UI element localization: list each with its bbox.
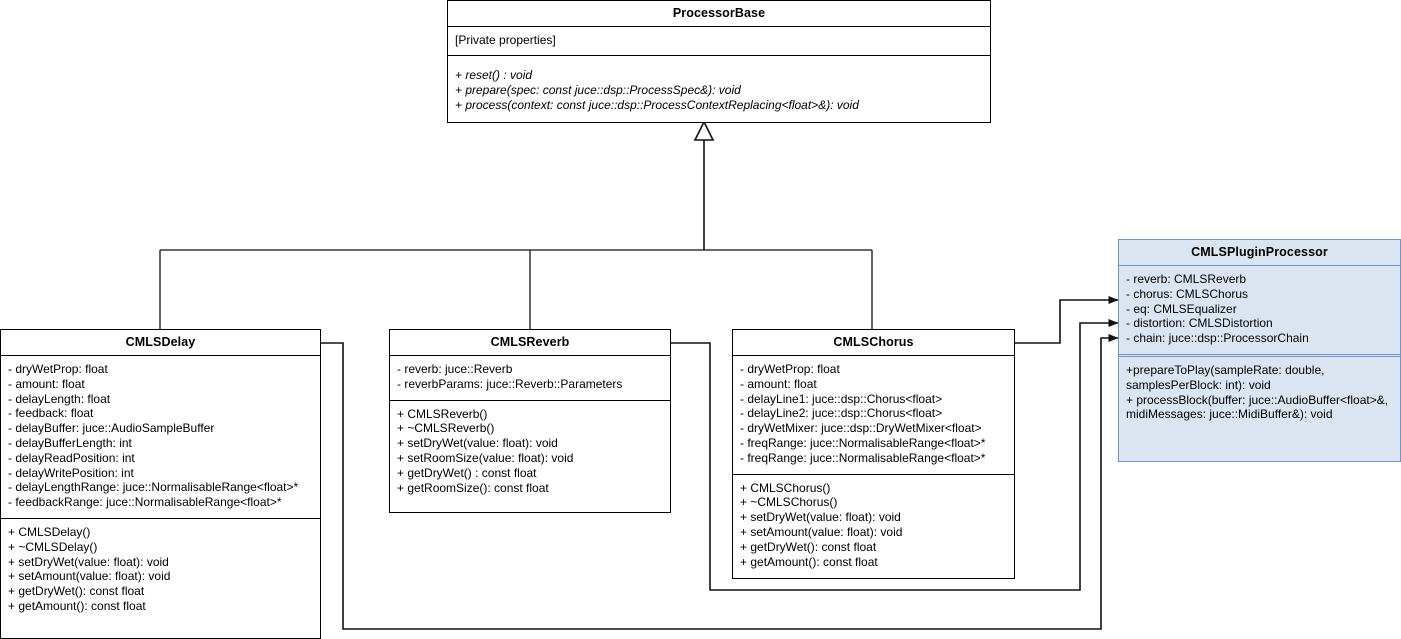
class-cmls-reverb[interactable]: CMLSReverb - reverb: juce::Reverb - reve… xyxy=(389,329,671,513)
attribute-row: - delayLine2: juce::dsp::Chorus<float> xyxy=(740,406,943,421)
operation-row: + ~CMLSChorus() xyxy=(740,495,838,510)
operation-row: + getDryWet(): const float xyxy=(8,584,145,599)
attribute-row: - delayBufferLength: int xyxy=(8,435,132,450)
operation-row: + getDryWet() : const float xyxy=(397,465,537,480)
attribute-row: - eq: CMLSEqualizer xyxy=(1126,301,1237,316)
attribute-row: - dryWetMixer: juce::dsp::DryWetMixer<fl… xyxy=(740,421,982,436)
attribute-row: - delayWritePosition: int xyxy=(8,465,134,480)
operation-row: + setDryWet(value: float): void xyxy=(8,554,169,569)
attribute-row: - delayBuffer: juce::AudioSampleBuffer xyxy=(8,421,215,436)
class-processor-base[interactable]: ProcessorBase [Private properties] + res… xyxy=(447,0,991,123)
attribute-row: - chorus: CMLSChorus xyxy=(1126,286,1249,301)
class-cmls-plugin-processor[interactable]: CMLSPluginProcessor - reverb: CMLSReverb… xyxy=(1118,239,1401,462)
attribute-row: - reverb: CMLSReverb xyxy=(1126,272,1247,286)
operation-row: + CMLSChorus() xyxy=(740,480,831,495)
generalization-tree xyxy=(159,120,873,329)
attribute-row: - freqRange: juce::NormalisableRange<flo… xyxy=(740,435,986,450)
operation-row: + ~CMLSReverb() xyxy=(397,421,495,436)
operation-row: + CMLSReverb() xyxy=(397,406,488,421)
attribute-row: - amount: float xyxy=(740,376,817,391)
attributes-cmls-chorus: - dryWetProp: float - amount: float - de… xyxy=(733,356,1014,475)
operation-row: + prepare(spec: const juce::dsp::Process… xyxy=(455,82,741,97)
attributes-cmls-delay: - dryWetProp: float - amount: float - de… xyxy=(1,356,320,519)
class-cmls-delay[interactable]: CMLSDelay - dryWetProp: float - amount: … xyxy=(0,329,321,639)
attribute-row: - dryWetProp: float xyxy=(740,362,840,376)
attribute-row: [Private properties] xyxy=(455,33,556,47)
class-title-cmls-chorus: CMLSChorus xyxy=(733,330,1014,356)
operation-row: + processBlock(buffer: juce::AudioBuffer… xyxy=(1126,392,1392,422)
operation-row: + setRoomSize(value: float): void xyxy=(397,450,574,465)
operation-row: + getAmount(): const float xyxy=(740,554,878,569)
operation-row: + getDryWet(): const float xyxy=(740,539,877,554)
attributes-cmls-plugin-processor: - reverb: CMLSReverb - chorus: CMLSChoru… xyxy=(1119,266,1400,357)
operation-row: + process(context: const juce::dsp::Proc… xyxy=(455,97,859,112)
attribute-row: - delayLength: float xyxy=(8,391,111,406)
operations-cmls-delay: + CMLSDelay() + ~CMLSDelay() + setDryWet… xyxy=(1,519,320,638)
operations-cmls-plugin-processor: +prepareToPlay(sampleRate: double, sampl… xyxy=(1119,357,1400,461)
operation-row: + setDryWet(value: float): void xyxy=(740,510,901,525)
attribute-row: - chain: juce::dsp::ProcessorChain xyxy=(1126,331,1309,346)
link-chorus-to-pluginprocessor xyxy=(1015,296,1119,344)
operations-cmls-chorus: + CMLSChorus() + ~CMLSChorus() + setDryW… xyxy=(733,475,1014,578)
operation-row: + setAmount(value: float): void xyxy=(8,569,171,584)
class-title-cmls-delay: CMLSDelay xyxy=(1,330,320,356)
attribute-row: - distortion: CMLSDistortion xyxy=(1126,316,1273,331)
operation-row: + getRoomSize(): const float xyxy=(397,480,549,495)
attribute-row: - freqRange: juce::NormalisableRange<flo… xyxy=(740,450,986,465)
class-title-cmls-plugin-processor: CMLSPluginProcessor xyxy=(1119,240,1400,266)
operation-row: + setAmount(value: float): void xyxy=(740,524,903,539)
operation-row: + getAmount(): const float xyxy=(8,598,146,613)
operation-row: + CMLSDelay() xyxy=(8,524,91,539)
operation-row: + ~CMLSDelay() xyxy=(8,539,98,554)
attributes-cmls-reverb: - reverb: juce::Reverb - reverbParams: j… xyxy=(390,356,670,401)
attribute-row: - reverb: juce::Reverb xyxy=(397,362,513,376)
attribute-row: - feedback: float xyxy=(8,406,94,421)
attributes-processor-base: [Private properties] xyxy=(448,27,990,56)
attribute-row: - delayReadPosition: int xyxy=(8,450,135,465)
operation-row: +prepareToPlay(sampleRate: double, sampl… xyxy=(1126,362,1328,392)
attribute-row: - delayLine1: juce::dsp::Chorus<float> xyxy=(740,391,943,406)
attribute-row: - amount: float xyxy=(8,376,85,391)
class-title-cmls-reverb: CMLSReverb xyxy=(390,330,670,356)
class-cmls-chorus[interactable]: CMLSChorus - dryWetProp: float - amount:… xyxy=(732,329,1015,579)
operation-row: + reset() : void xyxy=(455,68,533,82)
attribute-row: - feedbackRange: juce::NormalisableRange… xyxy=(8,495,282,510)
operation-row: + setDryWet(value: float): void xyxy=(397,436,558,451)
attribute-row: - dryWetProp: float xyxy=(8,362,108,376)
operations-processor-base: + reset() : void + prepare(spec: const j… xyxy=(448,56,990,122)
class-title-processor-base: ProcessorBase xyxy=(448,1,990,27)
attribute-row: - delayLengthRange: juce::NormalisableRa… xyxy=(8,480,299,495)
attribute-row: - reverbParams: juce::Reverb::Parameters xyxy=(397,376,623,391)
operations-cmls-reverb: + CMLSReverb() + ~CMLSReverb() + setDryW… xyxy=(390,401,670,512)
